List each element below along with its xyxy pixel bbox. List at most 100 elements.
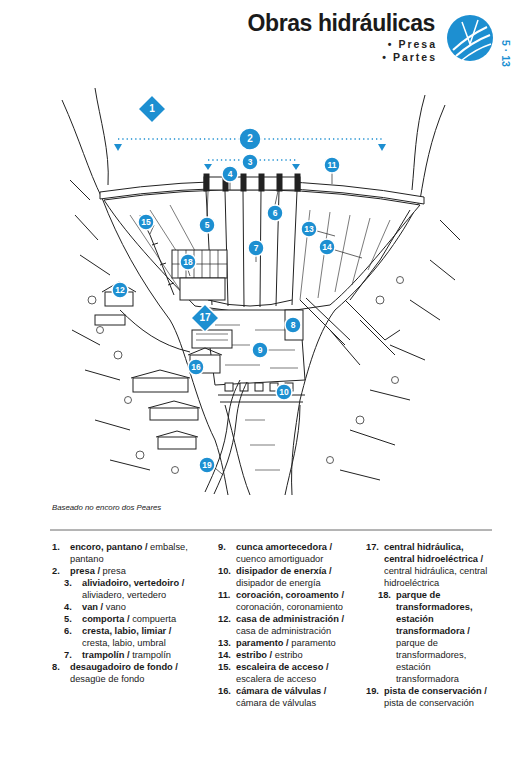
- dimension-bracket: [292, 164, 300, 170]
- galician-term: parque de transformadores, estación tran…: [396, 590, 472, 636]
- callout-circle: 15: [138, 214, 154, 230]
- callout-shape: [239, 128, 261, 150]
- spanish-term: paramento: [291, 638, 335, 648]
- spanish-term: estribo: [275, 650, 303, 660]
- callout-circle: 6: [267, 205, 283, 221]
- galician-term: cresta, labio, limiar /: [82, 626, 171, 636]
- entry-number: 1.: [52, 541, 60, 553]
- callout-shape: [138, 214, 154, 230]
- trees: [172, 467, 179, 474]
- spanish-term: cresta, labio, umbral: [82, 638, 166, 648]
- galician-term: estribo /: [236, 650, 272, 660]
- callout-circle: 8: [285, 317, 301, 333]
- buildings: [156, 431, 198, 437]
- callout-number: 13: [301, 221, 317, 237]
- callout-shape: [180, 254, 196, 270]
- spanish-term: compuerta: [132, 614, 176, 624]
- galician-term: cámara de válvulas /: [236, 686, 326, 696]
- entry-number: 9.: [218, 541, 226, 553]
- callout-diamond: 1: [141, 98, 163, 120]
- callout-number: 6: [267, 205, 283, 221]
- spanish-term: casa de administración: [236, 626, 331, 636]
- entry-number: 18.: [378, 589, 391, 601]
- entry-number: 6.: [64, 625, 72, 637]
- leader-line: [188, 270, 190, 276]
- callout-circle: 10: [276, 384, 292, 400]
- callout-circle: 5: [199, 217, 215, 233]
- dam-body: [104, 190, 420, 312]
- term-entry: 8.desaugadoiro de fondo / desagüe de fon…: [70, 661, 198, 685]
- road: [120, 310, 247, 494]
- term-entry: 18.parque de transformadores, estación t…: [396, 589, 496, 685]
- callout-circle: 18: [180, 254, 196, 270]
- logo: [462, 44, 491, 60]
- power-station: [285, 310, 303, 340]
- callout-number: 7: [248, 240, 264, 256]
- trees: [356, 416, 364, 424]
- callout-circle: 3: [242, 154, 258, 170]
- galician-term: casa de administración /: [236, 614, 344, 624]
- dam-body: [100, 181, 424, 312]
- entry-number: 19.: [366, 685, 379, 697]
- power-station: [300, 298, 350, 345]
- power-station: [172, 250, 350, 373]
- spillway: [259, 174, 264, 191]
- road: [120, 310, 190, 352]
- callout-circle: 7: [248, 240, 264, 256]
- term-entry: 17.central hidráulica, central hidroeléc…: [384, 541, 496, 589]
- buildings: [148, 401, 200, 408]
- callout-number: 4: [222, 166, 238, 182]
- entry-number: 5.: [64, 613, 72, 625]
- trees: [397, 277, 404, 284]
- hillside: [412, 95, 425, 190]
- power-station: [180, 278, 225, 300]
- spanish-term: coronación, coronamiento: [236, 602, 343, 612]
- page-rule: [50, 530, 492, 531]
- callout-number: 16: [188, 359, 204, 375]
- trees: [376, 296, 384, 304]
- term-entry: 9.cunca amortecedora / cuenco amortiguad…: [236, 541, 356, 565]
- term-entry: 13.paramento / paramento: [236, 637, 356, 649]
- spanish-term: desagüe de fondo: [70, 674, 144, 684]
- entry-number: 7.: [64, 649, 72, 661]
- spanish-term: trampolín: [132, 650, 171, 660]
- spillway: [204, 174, 209, 191]
- term-entry: 19.pista de conservación / pista de cons…: [384, 685, 496, 709]
- callout-number: 1: [141, 98, 163, 120]
- galician-term: cunca amortecedora /: [236, 542, 332, 552]
- caption: Baseado no encoro dos Peares: [52, 503, 161, 512]
- buildings: [95, 315, 125, 325]
- entry-number: 11.: [218, 589, 230, 601]
- power-station: [192, 330, 232, 348]
- trees: [392, 377, 399, 384]
- term-entry: 12.casa de administración / casa de admi…: [236, 613, 356, 637]
- hillside: [330, 300, 400, 365]
- callout-shape: [319, 239, 335, 255]
- dimension-bracket: [378, 144, 386, 151]
- callout-shape: [324, 157, 340, 173]
- road: [214, 382, 247, 494]
- dimension-bracket: [204, 164, 212, 170]
- entry-number: 10.: [218, 565, 231, 577]
- callout-number: 19: [199, 457, 215, 473]
- page-number: 5 · 13: [500, 40, 512, 67]
- callout-number: 17: [194, 307, 216, 329]
- callout-circle: 13: [301, 221, 317, 237]
- spanish-term: disipador de energía: [236, 578, 321, 588]
- leader-line: [317, 231, 335, 236]
- power-station: [172, 250, 227, 278]
- callout-number: 3: [242, 154, 258, 170]
- galician-term: aliviadoiro, vertedoiro /: [82, 578, 184, 588]
- plunge-pool: [245, 420, 280, 470]
- callout-shape: [285, 317, 301, 333]
- dam-body: [300, 210, 390, 300]
- callout-shape: [252, 342, 268, 358]
- entry-number: 13.: [218, 637, 231, 649]
- galician-term: van /: [82, 602, 103, 612]
- entry-number: 8.: [52, 661, 60, 673]
- leader-line: [275, 191, 278, 205]
- callout-shape: [301, 221, 317, 237]
- spillway: [277, 174, 282, 191]
- leader-line: [230, 182, 231, 190]
